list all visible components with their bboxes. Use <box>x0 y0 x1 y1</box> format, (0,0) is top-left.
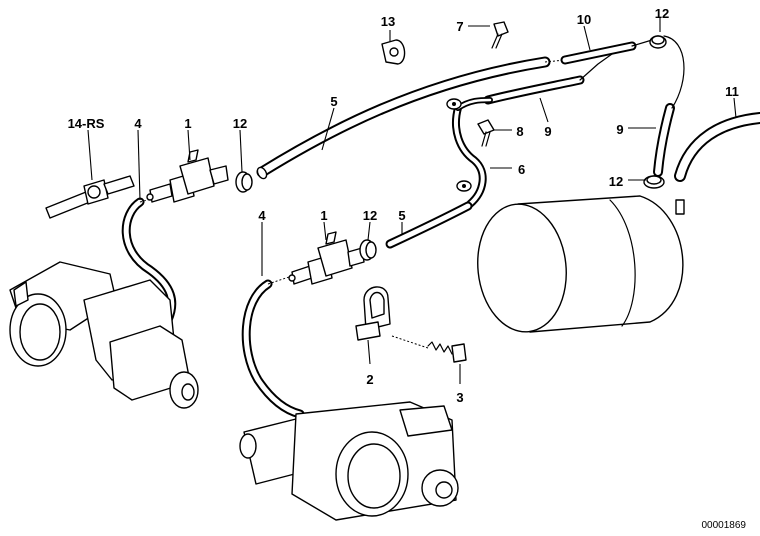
callout-1-upper: 1 <box>184 116 191 131</box>
callout-7: 7 <box>456 19 463 34</box>
callout-10: 10 <box>577 12 591 27</box>
callout-13: 13 <box>381 14 395 29</box>
purge-valve-1-upper <box>146 149 229 203</box>
hose-9-joint <box>579 53 613 81</box>
callout-14-rs: 14-RS <box>68 116 105 131</box>
clamp-12-d <box>643 175 665 189</box>
callout-12-b: 12 <box>363 208 377 223</box>
hose-10-end <box>631 39 653 47</box>
leader-lines <box>87 18 737 384</box>
callout-9-right: 9 <box>616 122 623 137</box>
clamp-12-b <box>359 239 377 261</box>
callout-12-d: 12 <box>609 174 623 189</box>
bolt-8 <box>477 119 495 147</box>
throttle-body-lower <box>239 401 459 521</box>
callout-3: 3 <box>456 390 463 405</box>
holder-13 <box>381 39 406 65</box>
bracket-2 <box>355 286 391 341</box>
callout-labels: 1 1 2 3 4 4 5 5 6 7 8 9 9 10 11 12 12 12… <box>68 6 739 405</box>
bolt-7 <box>491 21 509 49</box>
pipe-6 <box>446 97 493 208</box>
callout-12-a: 12 <box>233 116 247 131</box>
callout-12-c: 12 <box>655 6 669 21</box>
purge-valve-1-lower <box>288 231 365 285</box>
hose-11 <box>674 112 760 182</box>
callout-5-lower: 5 <box>398 208 405 223</box>
screw-3 <box>391 335 467 363</box>
canister-nozzle <box>675 199 685 215</box>
hose-9-right <box>653 103 675 177</box>
hose-thin-right <box>663 35 685 109</box>
callout-11: 11 <box>725 84 739 99</box>
hose-5-upper <box>256 56 551 180</box>
callout-5-upper: 5 <box>330 94 337 109</box>
callout-6: 6 <box>518 162 525 177</box>
hose-4-lower-dash <box>267 275 293 285</box>
callout-8: 8 <box>516 124 523 139</box>
throttle-body-left <box>9 261 199 409</box>
charcoal-canister <box>477 195 684 333</box>
callout-1-lower: 1 <box>320 208 327 223</box>
hose-9-mid <box>483 75 585 105</box>
clamp-12-c <box>649 35 667 49</box>
callout-4-lower: 4 <box>258 208 266 223</box>
clamp-12-a <box>235 171 253 193</box>
hose-4-lower <box>241 279 305 419</box>
hose-5-lower <box>385 201 473 249</box>
callout-9-mid: 9 <box>544 124 551 139</box>
hose-4-left <box>121 197 177 325</box>
callout-4-left: 4 <box>134 116 142 131</box>
diagram-code: 00001869 <box>702 520 747 531</box>
callout-2: 2 <box>366 372 373 387</box>
connector-14rs <box>45 175 135 219</box>
hose-10 <box>560 41 637 65</box>
